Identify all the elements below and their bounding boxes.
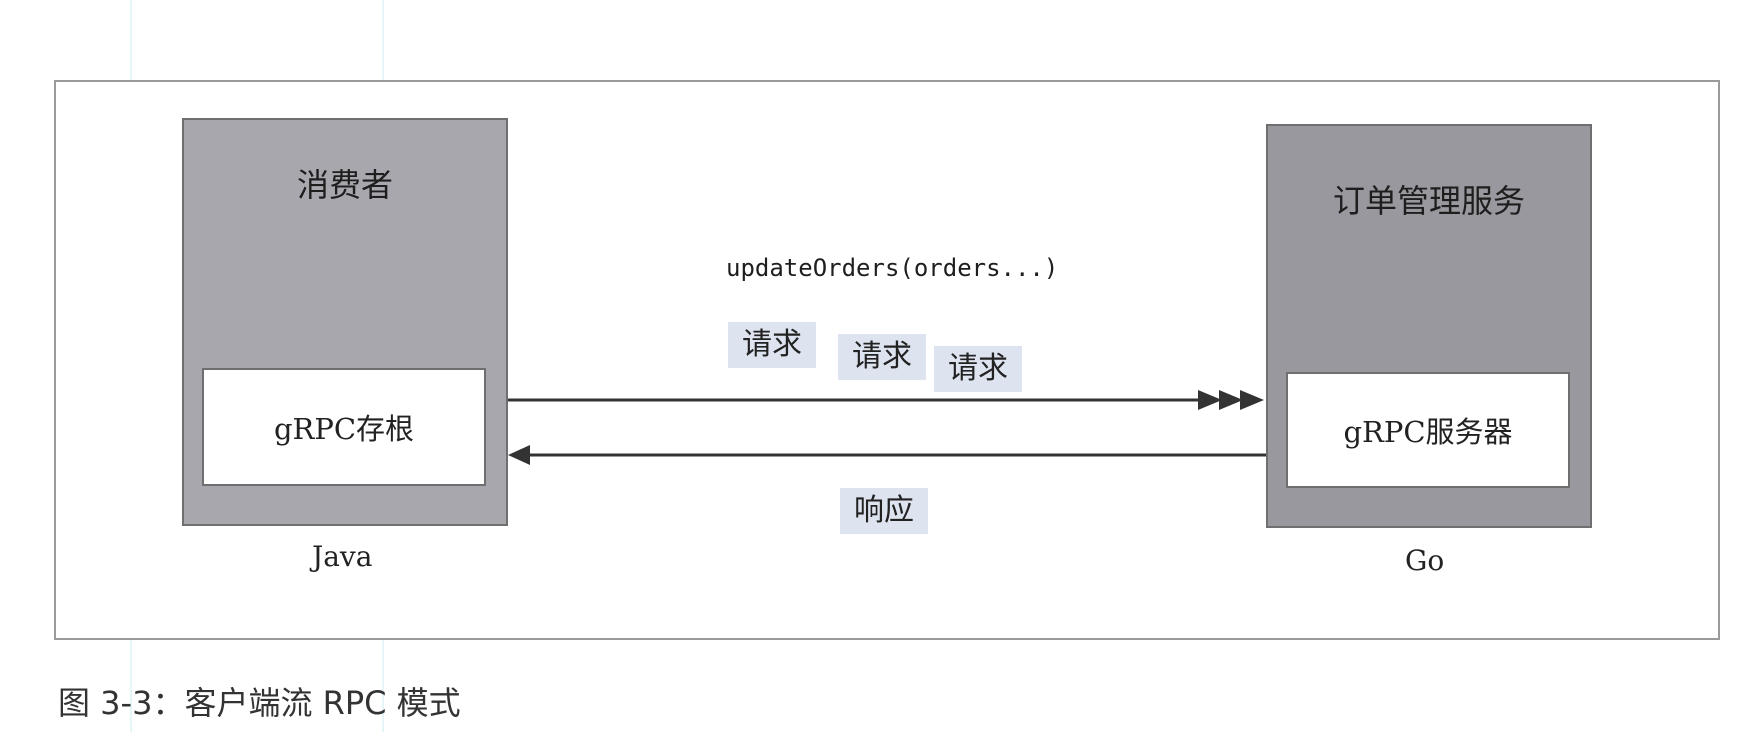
grpc-stub-label: gRPC存根 [273,412,415,446]
response-arrow [508,445,1266,465]
figure-caption: 图 3-3：客户端流 RPC 模式 [58,684,461,722]
grpc-server-label: gRPC服务器 [1343,415,1513,449]
request-message-1: 请求 [728,322,816,368]
request-message-3: 请求 [934,346,1022,392]
method-call-label: updateOrders(orders...) [726,254,1059,282]
consumer-box: 消费者 gRPC存根 [182,118,508,526]
request-message-2: 请求 [838,334,926,380]
order-service-title: 订单管理服务 [1332,182,1525,220]
grpc-stub-box: gRPC存根 [202,368,486,486]
grpc-server-box: gRPC服务器 [1286,372,1570,488]
consumer-title: 消费者 [296,166,393,204]
order-service-box: 订单管理服务 gRPC服务器 [1266,124,1592,528]
response-message: 响应 [840,488,928,534]
service-language: Go [1405,544,1445,577]
consumer-language: Java [312,540,373,573]
request-stream-arrow [508,390,1264,410]
